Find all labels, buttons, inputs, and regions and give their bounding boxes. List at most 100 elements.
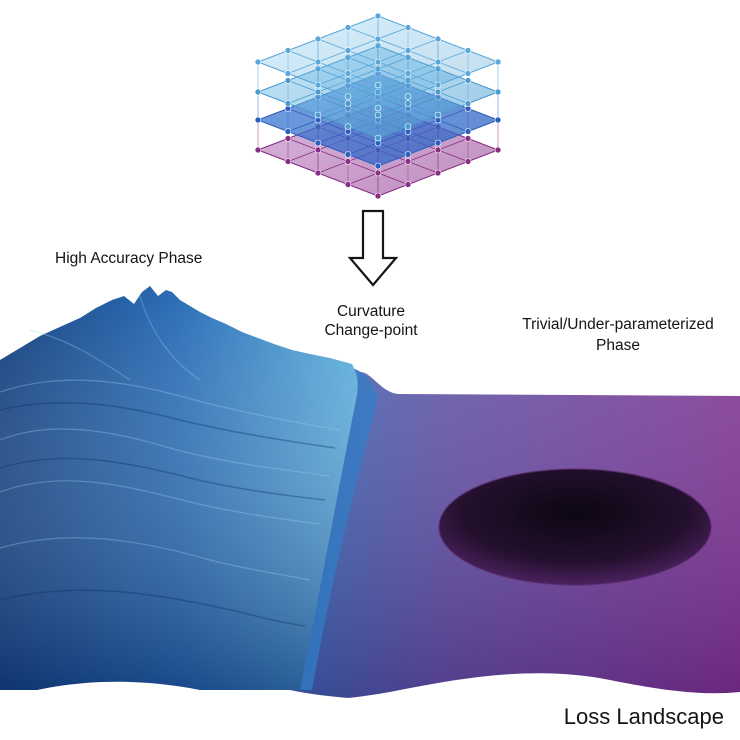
trivial-label-line1: Trivial/Under-parameterized: [522, 316, 714, 333]
network-node: [374, 111, 382, 119]
network-edge: [407, 50, 439, 63]
network-node: [494, 58, 502, 66]
network-node: [434, 139, 442, 147]
network-edge: [317, 114, 349, 127]
network-edge: [437, 50, 469, 63]
network-edge: [377, 114, 409, 127]
network-edge: [287, 80, 319, 93]
network-edge: [437, 161, 469, 174]
landscape-base: [0, 673, 740, 740]
network-edge: [257, 61, 289, 74]
network-node: [344, 151, 352, 158]
network-node: [254, 58, 262, 66]
network-edge: [377, 96, 409, 109]
network-edge: [407, 38, 439, 51]
network-edge: [347, 114, 379, 127]
network-edge: [467, 80, 499, 93]
network-edge: [377, 161, 409, 174]
network-node: [404, 70, 412, 77]
trivial-phase-label: Trivial/Under-parameterized Phase: [500, 314, 736, 356]
network-edge: [317, 161, 349, 174]
curvature-label-line1: Curvature: [336, 303, 406, 320]
network-edge: [407, 119, 439, 132]
network-edge: [437, 103, 469, 116]
network-edge: [377, 27, 409, 40]
network-edge: [437, 73, 469, 86]
network-node: [314, 88, 322, 96]
network-edge: [437, 61, 469, 74]
network-edge: [317, 91, 349, 104]
trivial-label-line2: Phase: [596, 337, 640, 354]
network-edge: [347, 61, 379, 74]
network-edge: [287, 91, 319, 104]
network-edge: [407, 172, 439, 185]
network-edge: [257, 80, 289, 93]
network-node: [314, 169, 322, 177]
network-node: [284, 47, 292, 54]
network-edge: [467, 91, 499, 104]
network-node: [464, 158, 472, 165]
network-node: [254, 146, 262, 154]
network-edge: [287, 138, 319, 151]
network-node: [344, 24, 352, 31]
network-edge: [377, 154, 409, 167]
network-edge: [317, 73, 349, 86]
network-edge: [347, 154, 379, 167]
network-node: [434, 111, 442, 119]
network-node: [374, 134, 382, 142]
network-edge: [437, 119, 469, 132]
network-edge: [317, 119, 349, 132]
network-node: [314, 139, 322, 147]
network-node: [314, 81, 322, 89]
network-edge: [377, 172, 409, 185]
network-edge: [377, 15, 409, 28]
network-edge: [377, 61, 409, 74]
network-node: [374, 12, 382, 20]
network-edge: [377, 38, 409, 51]
network-node: [314, 35, 322, 43]
network-node: [314, 146, 322, 154]
network-edge: [257, 119, 289, 132]
network-edge: [407, 142, 439, 155]
network-node: [434, 169, 442, 177]
network-node: [374, 169, 382, 177]
network-node: [344, 93, 352, 100]
network-edge: [317, 103, 349, 116]
network-node: [464, 77, 472, 84]
network-edge: [287, 108, 319, 121]
network-node: [404, 24, 412, 31]
network-edge: [287, 149, 319, 162]
network-node: [374, 162, 382, 170]
network-node: [404, 93, 412, 100]
mountain-ridges-dark: [0, 402, 336, 627]
network-edge: [317, 27, 349, 40]
network-node: [344, 47, 352, 54]
network-edge: [407, 73, 439, 86]
network-node: [374, 81, 382, 89]
network-edge: [317, 50, 349, 63]
network-node: [404, 47, 412, 54]
network-node: [464, 135, 472, 142]
network-node: [434, 35, 442, 43]
network-node: [284, 135, 292, 142]
network-edge: [407, 131, 439, 144]
network-node: [284, 128, 292, 135]
network-edge: [377, 126, 409, 139]
network-node: [404, 158, 412, 165]
network-edge: [257, 50, 289, 63]
network-edge: [377, 84, 409, 97]
network-edge: [437, 80, 469, 93]
network-edge: [317, 172, 349, 185]
network-edge: [467, 108, 499, 121]
network-node: [434, 58, 442, 66]
network-node: [344, 181, 352, 188]
network-edge: [377, 184, 409, 197]
mountains-shading: [0, 286, 358, 690]
network-node: [314, 58, 322, 66]
network-edge: [407, 61, 439, 74]
network-node: [284, 158, 292, 165]
network-edge: [407, 84, 439, 97]
network-edge: [347, 161, 379, 174]
network-edge: [347, 184, 379, 197]
